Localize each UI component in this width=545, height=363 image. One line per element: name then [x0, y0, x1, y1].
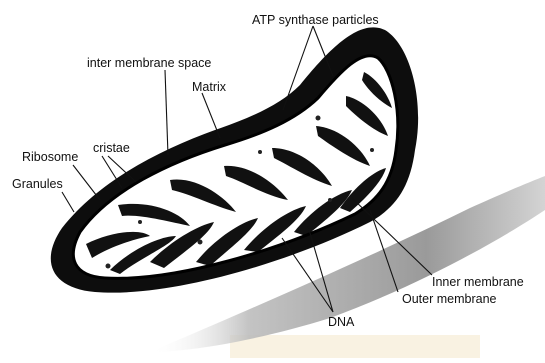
label-granules: Granules	[12, 178, 63, 191]
pointer-matrix	[202, 93, 220, 138]
label-inner-membrane: Inner membrane	[432, 276, 524, 289]
pointer-ribosome	[73, 165, 100, 200]
label-dna: DNA	[328, 316, 354, 329]
label-atp-synthase-particles: ATP synthase particles	[252, 14, 379, 27]
pointer-granules	[62, 192, 74, 212]
label-outer-membrane: Outer membrane	[402, 293, 496, 306]
label-cristae: cristae	[93, 142, 130, 155]
pointer-inter	[165, 70, 168, 155]
label-ribosome: Ribosome	[22, 151, 78, 164]
label-inter-membrane-space: inter membrane space	[87, 57, 211, 70]
watermark-band	[230, 335, 480, 358]
label-matrix: Matrix	[192, 81, 226, 94]
